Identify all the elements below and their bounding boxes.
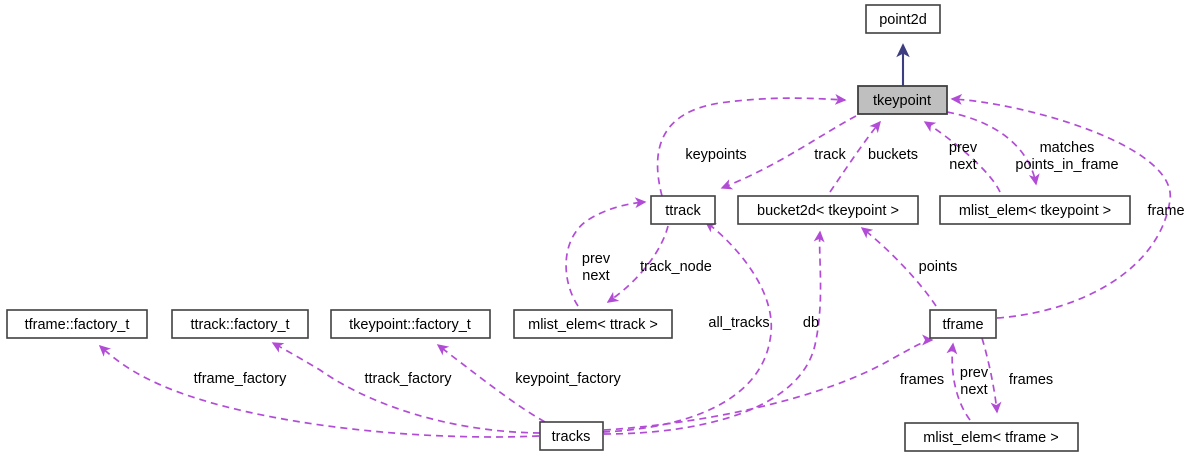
node-tframe-factory-t[interactable]: tframe::factory_t bbox=[6, 309, 148, 339]
node-label-mlist-elem-tkeypoint: mlist_elem< tkeypoint > bbox=[959, 203, 1111, 219]
edge-bucket2d-buckets bbox=[829, 120, 881, 193]
node-label-ttrack: ttrack bbox=[665, 203, 701, 219]
node-tframe[interactable]: tframe bbox=[929, 309, 997, 339]
edge-labels-layer: keypoints track buckets prev next matche… bbox=[194, 140, 1185, 398]
edge-label-points: points bbox=[919, 259, 958, 275]
node-ttrack[interactable]: ttrack bbox=[650, 195, 716, 225]
node-label-tkeypoint: tkeypoint bbox=[873, 93, 931, 109]
edge-label-keypoint-factory: keypoint_factory bbox=[515, 371, 621, 387]
node-label-mlist-elem-ttrack: mlist_elem< ttrack > bbox=[528, 317, 658, 333]
edge-tracks-frames bbox=[603, 334, 934, 431]
edge-label-frames-left: frames bbox=[900, 372, 944, 388]
node-label-tframe: tframe bbox=[942, 317, 983, 333]
edge-label-frame: frame bbox=[1147, 203, 1184, 219]
node-label-bucket2d: bucket2d< tkeypoint > bbox=[757, 203, 899, 219]
node-label-point2d: point2d bbox=[879, 12, 927, 28]
edge-mlistkeypoint-prevnext bbox=[923, 121, 1001, 193]
edge-tframe-points bbox=[860, 227, 937, 307]
edge-label-prev-mlist-kp: prev bbox=[949, 140, 978, 156]
node-bucket2d-tkeypoint[interactable]: bucket2d< tkeypoint > bbox=[737, 195, 919, 225]
node-mlist-elem-ttrack[interactable]: mlist_elem< ttrack > bbox=[513, 309, 673, 339]
edge-label-db: db bbox=[803, 315, 819, 331]
edge-label-track: track bbox=[814, 147, 846, 163]
node-ttrack-factory-t[interactable]: ttrack::factory_t bbox=[171, 309, 309, 339]
edge-label-buckets: buckets bbox=[868, 147, 918, 163]
edge-ttrack-keypoints bbox=[656, 93, 847, 197]
edge-label-matches: matches bbox=[1040, 140, 1095, 156]
edge-tracks-alltracks bbox=[602, 221, 773, 433]
node-tkeypoint[interactable]: tkeypoint bbox=[857, 85, 948, 115]
edge-label-next-mlist-tt: next bbox=[582, 268, 609, 284]
node-label-tframe-factory-t: tframe::factory_t bbox=[25, 317, 130, 333]
edge-label-next-mlist-kp: next bbox=[949, 157, 976, 173]
edge-ttrack-tracknode bbox=[606, 225, 669, 303]
edge-label-tframe-factory: tframe_factory bbox=[194, 371, 287, 387]
edges-layer bbox=[98, 43, 1171, 438]
edge-label-ttrack-factory: ttrack_factory bbox=[364, 371, 452, 387]
node-tracks[interactable]: tracks bbox=[539, 421, 604, 451]
edge-tkeypoint-track bbox=[720, 115, 857, 190]
edge-label-next-mlist-tf: next bbox=[960, 382, 987, 398]
node-mlist-elem-tkeypoint[interactable]: mlist_elem< tkeypoint > bbox=[939, 195, 1131, 225]
edge-tframe-frames2 bbox=[981, 337, 1002, 414]
node-label-mlist-elem-tframe: mlist_elem< tframe > bbox=[923, 430, 1058, 446]
edge-label-prev-mlist-tf: prev bbox=[960, 365, 989, 381]
edge-mlistttrack-prevnext bbox=[565, 197, 647, 307]
node-mlist-elem-tframe[interactable]: mlist_elem< tframe > bbox=[904, 422, 1079, 452]
edge-label-points-in-frame: points_in_frame bbox=[1015, 157, 1118, 173]
node-label-tracks: tracks bbox=[552, 429, 591, 445]
node-label-ttrack-factory-t: ttrack::factory_t bbox=[190, 317, 289, 333]
edge-tracks-db bbox=[603, 230, 825, 435]
edge-label-prev-mlist-tt: prev bbox=[582, 251, 611, 267]
edge-label-keypoints: keypoints bbox=[685, 147, 746, 163]
edge-tracks-ttrack-factory bbox=[271, 342, 541, 434]
node-label-tkeypoint-factory-t: tkeypoint::factory_t bbox=[349, 317, 471, 333]
edge-tracks-keypoint-factory bbox=[436, 344, 546, 423]
edge-tframe-frame bbox=[950, 93, 1171, 319]
node-tkeypoint-factory-t[interactable]: tkeypoint::factory_t bbox=[330, 309, 491, 339]
edge-label-frames-right: frames bbox=[1009, 372, 1053, 388]
edge-mlisttframe-prevnext bbox=[946, 342, 971, 421]
edge-tracks-tframe-factory bbox=[98, 345, 540, 438]
edge-label-all-tracks: all_tracks bbox=[708, 315, 769, 331]
node-point2d[interactable]: point2d bbox=[865, 4, 941, 34]
edge-tkeypoint-matches bbox=[946, 111, 1040, 186]
nodes-layer: point2d tkeypoint ttrack bucket2d< tkeyp… bbox=[6, 4, 1131, 452]
edge-label-track-node: track_node bbox=[640, 259, 712, 275]
